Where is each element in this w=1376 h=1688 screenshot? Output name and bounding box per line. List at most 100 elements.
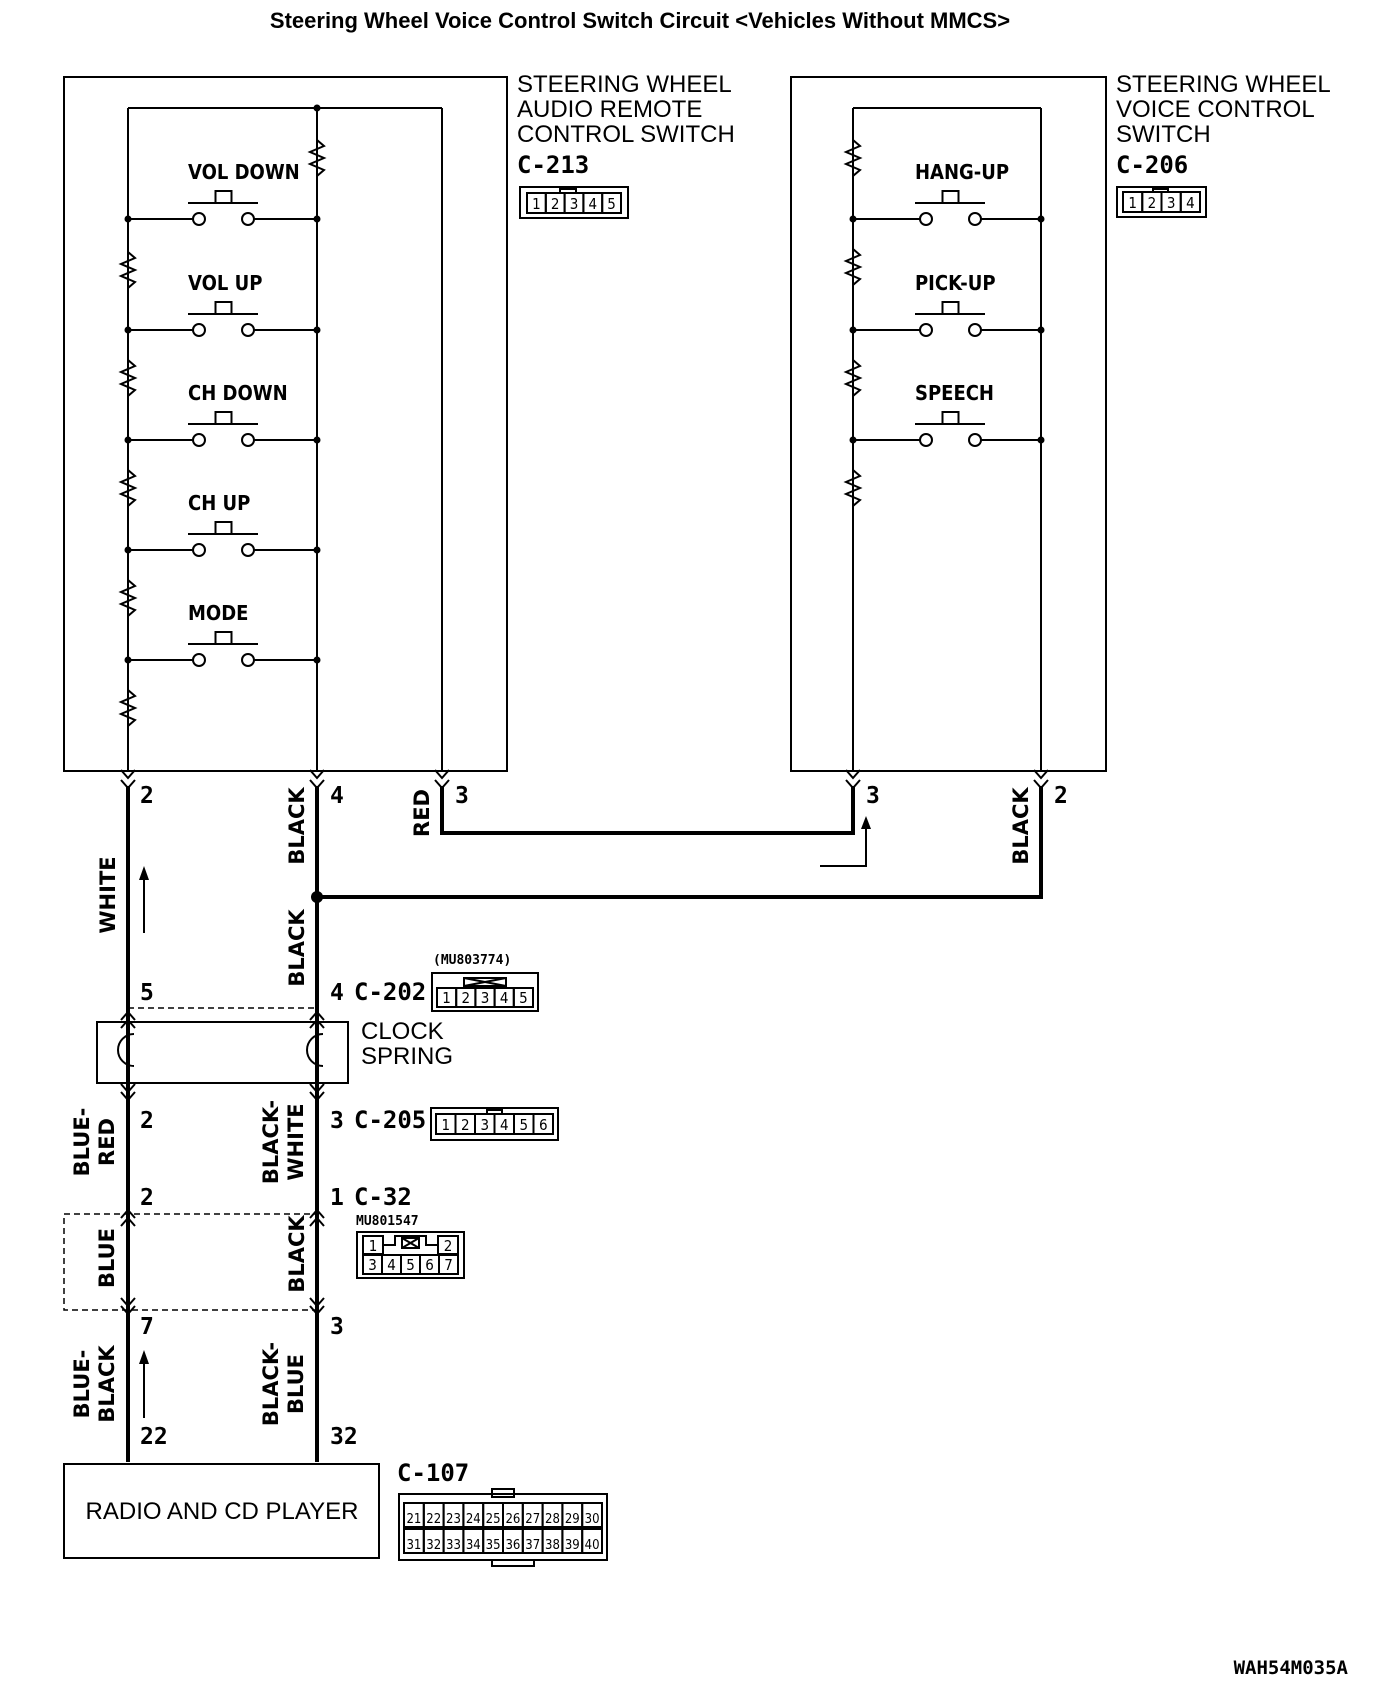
audio-resistor-top <box>307 134 327 182</box>
switch-pick-up: PICK-UP <box>849 271 1045 337</box>
c107-pin-32: 32 <box>426 1538 441 1553</box>
c213-pin-2: 2 <box>551 195 560 213</box>
wire-black-white-2: WHITE <box>284 1103 308 1180</box>
c107-pin-40: 40 <box>585 1538 600 1553</box>
c205-label: C-205 <box>354 1106 426 1134</box>
c205-pin-6: 6 <box>539 1116 548 1134</box>
clock-spring <box>96 1021 349 1084</box>
c202-pin-3: 3 <box>481 989 490 1007</box>
c202-label: C-202 <box>354 978 426 1006</box>
c32-pin-3: 3 <box>368 1256 377 1274</box>
switch-mode: MODE <box>124 601 321 667</box>
wire-black-white-1: BLACK- <box>259 1100 283 1184</box>
c202-pin-4: 4 <box>500 989 509 1007</box>
wire-blue-black-2: BLACK <box>95 1345 119 1423</box>
voice-resistor-2 <box>843 243 863 291</box>
c32-left-bottom-pin: 7 <box>140 1314 154 1340</box>
wiring <box>120 769 1049 1462</box>
audio-remote-switch: VOL DOWN VOL UP CH DOWN CH UP MODE <box>63 76 508 772</box>
c107-pin-28: 28 <box>545 1512 560 1527</box>
c32-pin-1: 1 <box>369 1237 378 1255</box>
c32-pin-6: 6 <box>425 1256 434 1274</box>
wire-blue-red-2: RED <box>95 1118 119 1166</box>
voice-resistor-3 <box>843 354 863 402</box>
voice-resistor-4 <box>843 464 863 512</box>
switch-ch-down: CH DOWN <box>124 381 321 447</box>
c32-pin-4: 4 <box>387 1256 396 1274</box>
wire-black-upper: BLACK <box>285 787 309 865</box>
wire-black-right: BLACK <box>1009 787 1033 865</box>
c206-pin-2: 2 <box>1148 194 1157 212</box>
c107-pin-27: 27 <box>525 1512 540 1527</box>
c32-right-top-pin: 1 <box>330 1185 344 1211</box>
switch-vol-up: VOL UP <box>124 271 321 337</box>
voice-resistor-1 <box>843 134 863 182</box>
c213-pin-1: 1 <box>532 195 541 213</box>
c202-pin-2: 2 <box>462 989 471 1007</box>
c107-pin-29: 29 <box>565 1512 580 1527</box>
figure-code: WAH54M035A <box>1234 1657 1349 1679</box>
clock-spring-label-1: CLOCK <box>361 1018 444 1045</box>
switch-speech: SPEECH <box>849 381 1045 447</box>
c213-pin-4: 4 <box>589 195 598 213</box>
c32-pin-7: 7 <box>444 1256 453 1274</box>
audio-switch-label-3: CONTROL SWITCH <box>517 121 735 148</box>
c32-junction-outline <box>63 1213 319 1311</box>
c202-right-pin: 4 <box>330 980 344 1006</box>
wire-black-blue-2: BLUE <box>284 1354 308 1414</box>
switch-vol-up-label: VOL UP <box>188 271 262 295</box>
c32-part-number: MU801547 <box>356 1214 419 1229</box>
c107-pin-25: 25 <box>486 1512 501 1527</box>
diagram-title: Steering Wheel Voice Control Switch Circ… <box>270 8 1010 33</box>
wire-blue: BLUE <box>95 1228 119 1288</box>
c32-pin-5: 5 <box>406 1256 415 1274</box>
audio-resistor-1 <box>118 246 138 294</box>
c205-left-pin: 2 <box>140 1108 154 1134</box>
switch-ch-down-label: CH DOWN <box>188 381 288 405</box>
c205-pin-1: 1 <box>441 1116 450 1134</box>
switch-hang-up-label: HANG-UP <box>915 160 1009 184</box>
c205-pin-4: 4 <box>500 1116 509 1134</box>
c107-pin-38: 38 <box>545 1538 560 1553</box>
c107-pin-37: 37 <box>525 1538 540 1553</box>
c107-pin-33: 33 <box>446 1538 461 1553</box>
voice-control-switch: HANG-UP PICK-UP SPEECH <box>790 76 1107 772</box>
c32-pin-2: 2 <box>444 1237 453 1255</box>
c107-pin-35: 35 <box>486 1538 501 1553</box>
wire-blue-black-1: BLUE- <box>70 1350 94 1419</box>
wire-red: RED <box>410 789 434 837</box>
c32-label: C-32 <box>354 1183 412 1211</box>
c213-pin-5: 5 <box>607 195 616 213</box>
switch-vol-down-label: VOL DOWN <box>188 160 300 184</box>
c107-pin-24: 24 <box>466 1512 481 1527</box>
switch-speech-label: SPEECH <box>915 381 994 405</box>
c213-label: C-213 <box>517 151 589 179</box>
audio-resistor-4 <box>118 574 138 622</box>
audio-terminal-3: 3 <box>455 783 469 809</box>
wire-black-mid: BLACK <box>285 909 309 987</box>
c107-pin-34: 34 <box>466 1538 481 1553</box>
c107-pin-39: 39 <box>565 1538 580 1553</box>
c107-label: C-107 <box>397 1459 469 1487</box>
c107-pin-22: 22 <box>426 1512 441 1527</box>
c107-pin-21: 21 <box>406 1512 421 1527</box>
c206-pin-3: 3 <box>1167 194 1176 212</box>
switch-ch-up-label: CH UP <box>188 491 250 515</box>
c213-pin-3: 3 <box>570 195 579 213</box>
voice-terminal-3: 3 <box>866 783 880 809</box>
voice-switch-label-3: SWITCH <box>1116 121 1211 148</box>
audio-resistor-5 <box>118 684 138 732</box>
switch-ch-up: CH UP <box>124 491 321 557</box>
voice-switch-label-2: VOICE CONTROL <box>1116 96 1315 123</box>
c202-left-pin: 5 <box>140 980 154 1006</box>
c206-pin-4: 4 <box>1186 194 1195 212</box>
clock-spring-label-2: SPRING <box>361 1043 453 1070</box>
c205-pin-2: 2 <box>461 1116 470 1134</box>
c205-right-pin: 3 <box>330 1108 344 1134</box>
